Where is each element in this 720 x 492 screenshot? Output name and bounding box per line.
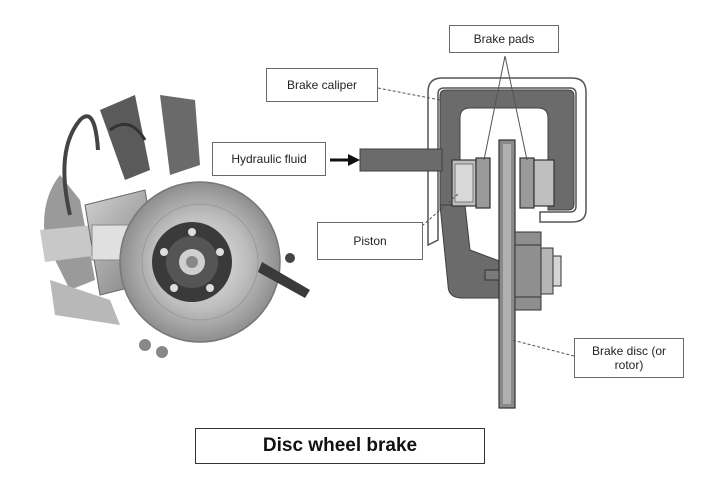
arrow-right-icon xyxy=(330,154,360,166)
label-piston: Piston xyxy=(317,222,423,260)
label-brake-caliper: Brake caliper xyxy=(266,68,378,102)
label-brake-pads: Brake pads xyxy=(449,25,559,53)
label-brake-disc: Brake disc (or rotor) xyxy=(574,338,684,378)
hydraulic-line xyxy=(359,148,443,172)
leader-lines xyxy=(377,55,575,357)
brake-assembly-photo-icon xyxy=(40,95,310,358)
caliper-outline xyxy=(427,77,587,247)
label-hydraulic-fluid: Hydraulic fluid xyxy=(212,142,326,176)
diagram-title: Disc wheel brake xyxy=(195,428,485,464)
caliper-bracket xyxy=(439,204,503,299)
brake-pad-left xyxy=(475,157,491,209)
brake-pad-right xyxy=(519,157,535,209)
